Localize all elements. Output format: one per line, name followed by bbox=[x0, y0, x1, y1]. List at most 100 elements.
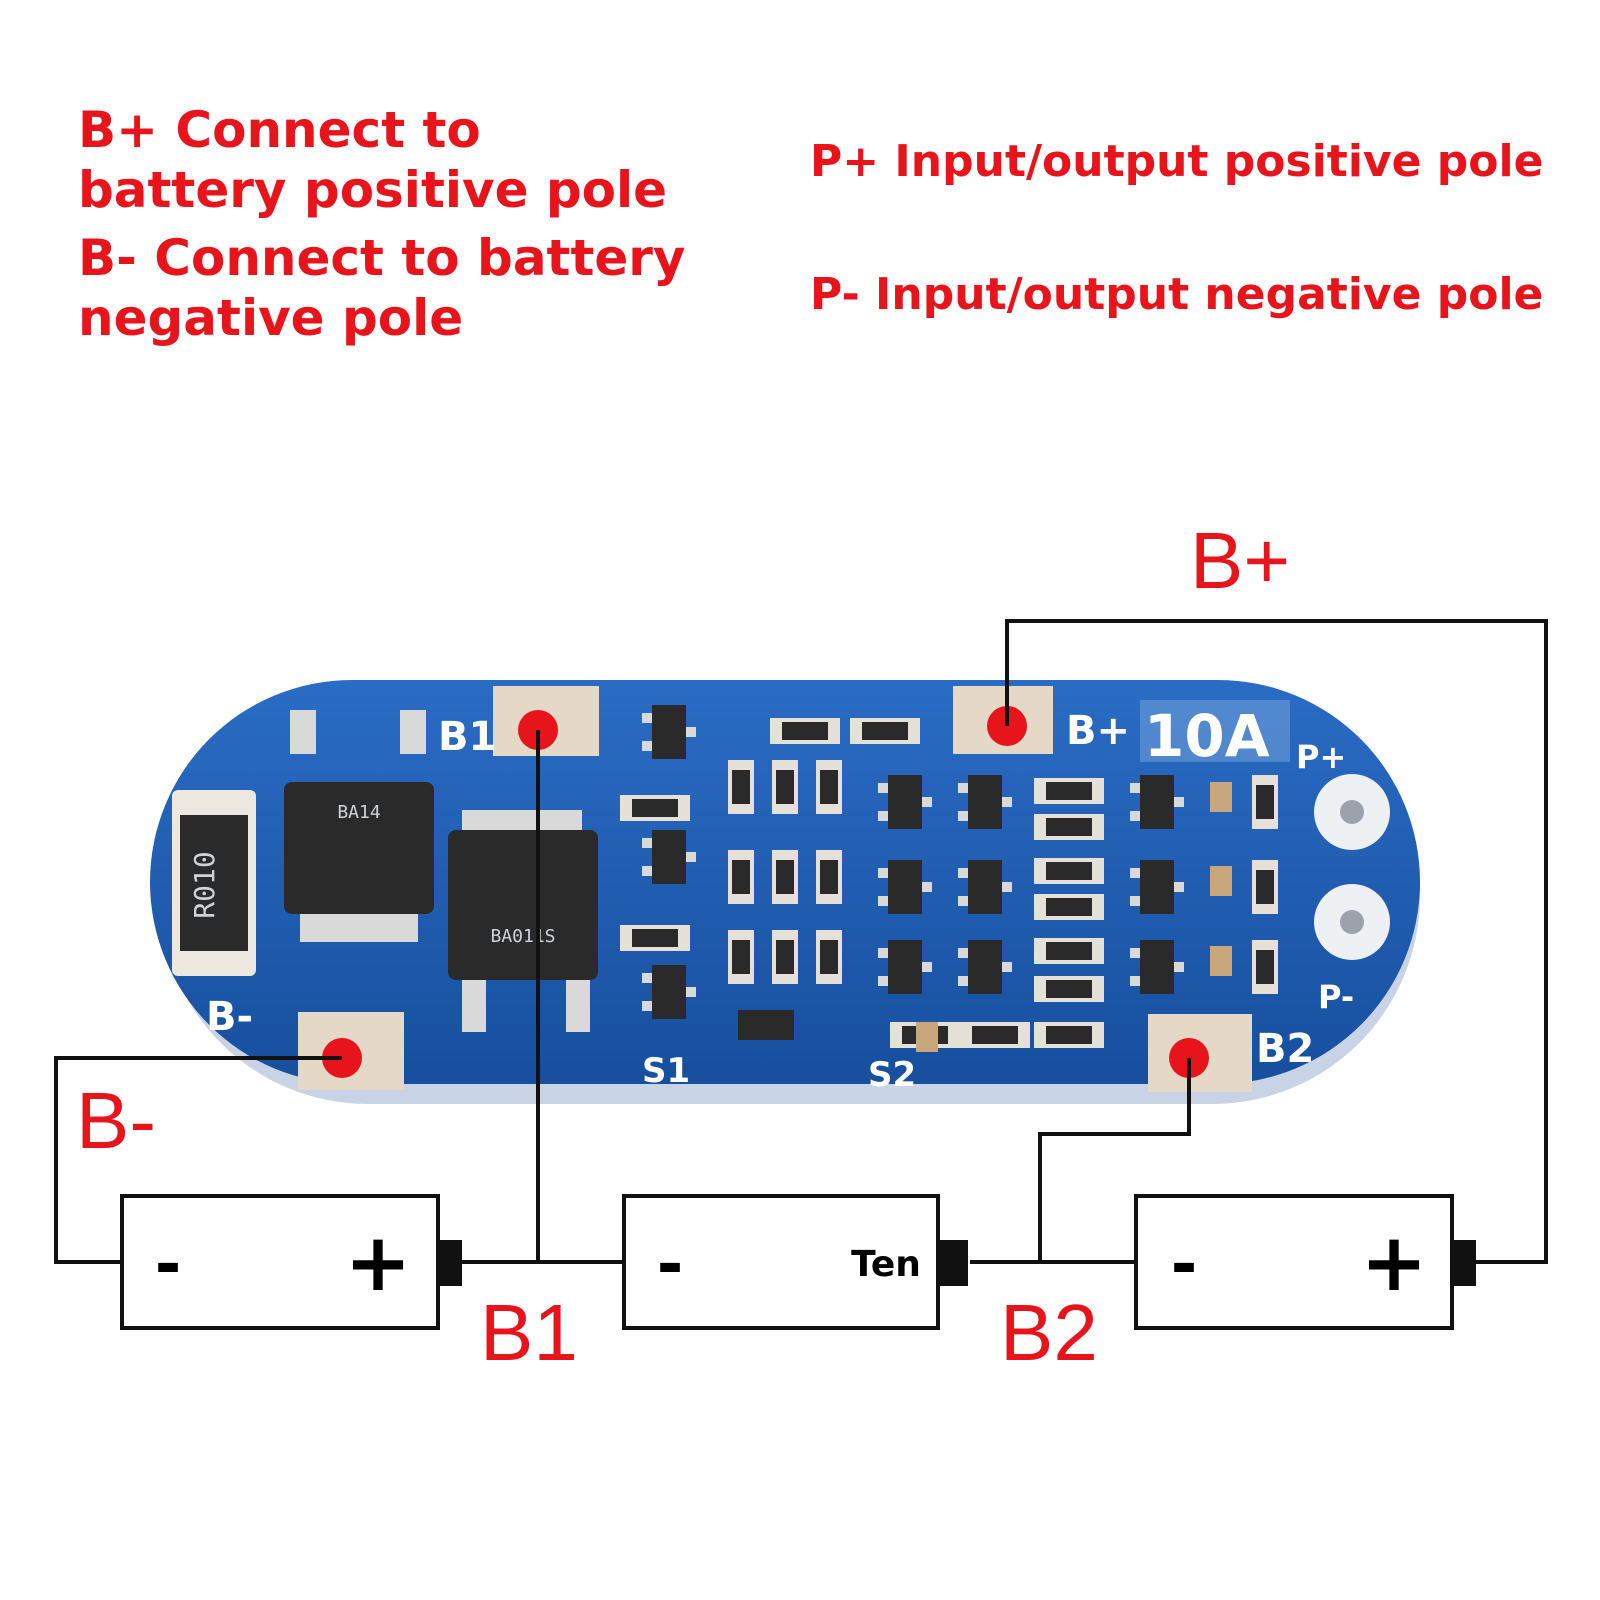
smd-lead bbox=[1130, 948, 1140, 958]
smd-resistor bbox=[862, 722, 908, 740]
silk-s1: S1 bbox=[642, 1051, 690, 1091]
mosfet-top bbox=[284, 782, 434, 914]
smd-lead bbox=[642, 838, 652, 848]
silk-b1: B1 bbox=[438, 714, 496, 760]
legend-p-plus: P+ Input/output positive pole bbox=[810, 136, 1544, 187]
smd-resistor bbox=[732, 860, 750, 894]
mosfet-top-marking: BA14 bbox=[337, 802, 380, 823]
smd-lead bbox=[1130, 976, 1140, 986]
legend-b-minus: B- Connect to battery negative pole bbox=[78, 229, 686, 347]
battery-cell-1: - + bbox=[120, 1194, 462, 1330]
smd-lead bbox=[1002, 797, 1012, 807]
wires bbox=[54, 619, 1548, 1264]
smd-resistor bbox=[820, 770, 838, 804]
battery-terminal bbox=[440, 1240, 462, 1286]
battery-cell-3: - + bbox=[1134, 1194, 1476, 1330]
smd-lead bbox=[1130, 811, 1140, 821]
smd-lead bbox=[1130, 868, 1140, 878]
silk-b-plus: B+ bbox=[1066, 708, 1130, 754]
rating-box bbox=[1140, 700, 1290, 762]
smd-resistor bbox=[632, 799, 678, 817]
smd-lead bbox=[958, 976, 968, 986]
mosfet-tab bbox=[300, 914, 418, 942]
battery-plus: + bbox=[344, 1216, 411, 1309]
smd-lead bbox=[958, 868, 968, 878]
smd-lead bbox=[878, 948, 888, 958]
label-b1: B1 bbox=[480, 1288, 578, 1377]
smd-resistor bbox=[1046, 818, 1092, 836]
battery-terminal bbox=[940, 1240, 968, 1286]
smd-transistor bbox=[1140, 940, 1174, 994]
smd-lead bbox=[642, 866, 652, 876]
smd-lead bbox=[642, 973, 652, 983]
battery-body bbox=[622, 1194, 940, 1330]
label-b-plus: B+ bbox=[1190, 516, 1290, 605]
mount-hole-center bbox=[1340, 910, 1364, 934]
label-b2: B2 bbox=[1000, 1288, 1098, 1377]
smd-lead bbox=[878, 976, 888, 986]
smd-lead bbox=[1130, 783, 1140, 793]
smd-lead bbox=[1002, 962, 1012, 972]
smd-capacitor bbox=[1210, 946, 1232, 976]
smd-lead bbox=[878, 896, 888, 906]
smd-diode bbox=[738, 1010, 794, 1040]
smd-lead bbox=[922, 882, 932, 892]
smd-lead bbox=[1130, 896, 1140, 906]
legend-io-poles: P+ Input/output positive pole P- Input/o… bbox=[810, 136, 1543, 402]
smd-lead bbox=[1174, 882, 1184, 892]
smd-lead bbox=[686, 987, 696, 997]
smd-lead bbox=[878, 868, 888, 878]
smd-components bbox=[620, 705, 1278, 1052]
rating-label: 10A bbox=[1144, 702, 1270, 770]
battery-plus: + bbox=[1360, 1216, 1427, 1309]
smd-resistor bbox=[1046, 782, 1092, 800]
smd-transistor bbox=[1140, 860, 1174, 914]
smd-resistor bbox=[776, 860, 794, 894]
smd-lead bbox=[686, 852, 696, 862]
wire-b-plus bbox=[1005, 619, 1548, 1264]
smd-transistor bbox=[888, 775, 922, 829]
battery-minus: - bbox=[1171, 1228, 1198, 1302]
smd-capacitor bbox=[1210, 866, 1232, 896]
smd-capacitor bbox=[1210, 782, 1232, 812]
smd-resistor bbox=[776, 770, 794, 804]
battery-middle-label: Ten bbox=[851, 1244, 921, 1285]
mosfet-tab bbox=[462, 810, 582, 832]
smd-lead bbox=[1174, 797, 1184, 807]
mosfet-lead bbox=[290, 710, 316, 754]
smd-resistor bbox=[1256, 870, 1274, 904]
smd-lead bbox=[878, 783, 888, 793]
silk-b2: B2 bbox=[1256, 1026, 1314, 1072]
smd-resistor bbox=[1256, 950, 1274, 984]
smd-resistor bbox=[732, 940, 750, 974]
shunt-marking: R010 bbox=[188, 851, 221, 918]
smd-resistor bbox=[1046, 862, 1092, 880]
silk-p-minus: P- bbox=[1318, 978, 1354, 1016]
battery-minus: - bbox=[657, 1228, 684, 1302]
mosfet-lead bbox=[400, 710, 426, 754]
smd-resistor bbox=[776, 940, 794, 974]
smd-resistor bbox=[782, 722, 828, 740]
smd-resistor bbox=[972, 1026, 1018, 1044]
mosfet-bottom-marking: BA011S bbox=[490, 926, 555, 947]
silk-s2: S2 bbox=[868, 1055, 916, 1095]
battery-body bbox=[120, 1194, 440, 1330]
smd-lead bbox=[958, 948, 968, 958]
smd-lead bbox=[958, 783, 968, 793]
battery-cell-2: - Ten bbox=[622, 1194, 968, 1330]
smd-resistor bbox=[1046, 980, 1092, 998]
mosfet-lead bbox=[566, 980, 590, 1032]
smd-resistor bbox=[820, 940, 838, 974]
smd-transistor bbox=[652, 705, 686, 759]
silk-b-minus: B- bbox=[206, 994, 253, 1040]
smd-lead bbox=[642, 713, 652, 723]
smd-lead bbox=[922, 962, 932, 972]
battery-minus: - bbox=[155, 1228, 182, 1302]
mosfet-lead bbox=[462, 980, 486, 1032]
smd-resistor bbox=[1046, 1026, 1092, 1044]
smd-transistor bbox=[888, 940, 922, 994]
legend-p-minus: P- Input/output negative pole bbox=[810, 268, 1544, 320]
smd-resistor bbox=[820, 860, 838, 894]
smd-capacitor bbox=[916, 1022, 938, 1052]
